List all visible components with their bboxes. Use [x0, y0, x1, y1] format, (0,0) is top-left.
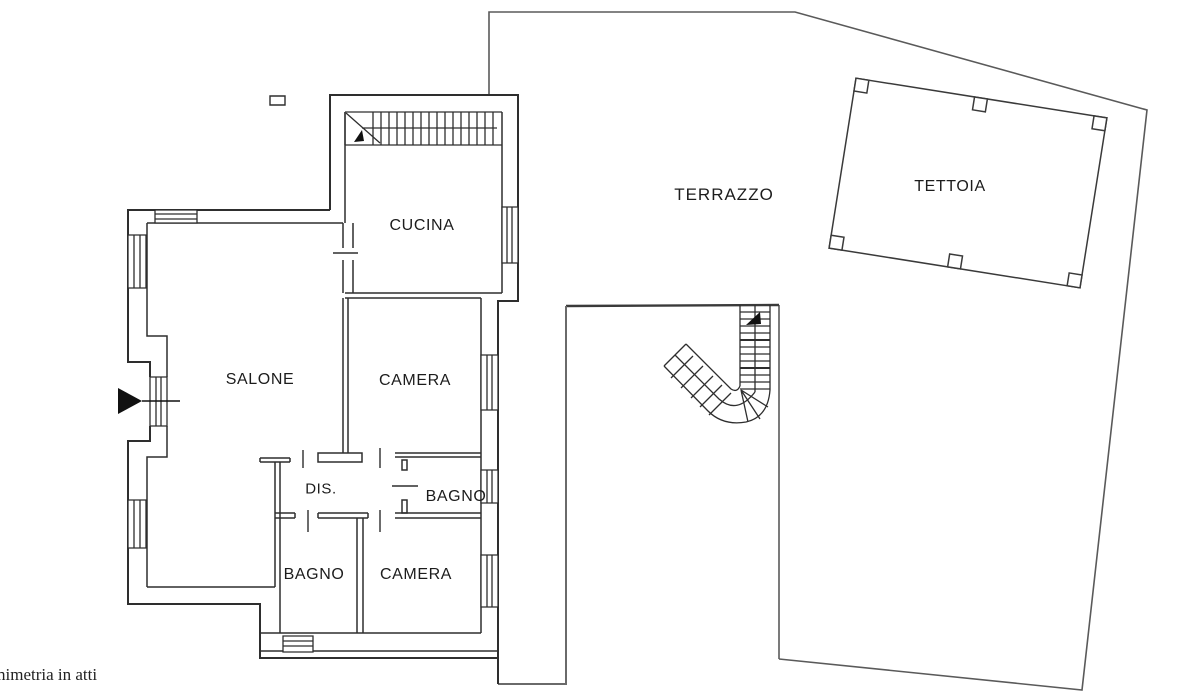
- room-label-dis: DIS.: [305, 480, 337, 498]
- window-bottom: [283, 636, 313, 652]
- chimney-box: [270, 96, 285, 105]
- interior-stair: [345, 112, 502, 145]
- room-label-salone: SALONE: [225, 371, 295, 388]
- plan-caption: nimetria in atti: [0, 665, 98, 684]
- building-outer-walls: [128, 95, 518, 684]
- room-label-camera-lower: CAMERA: [379, 566, 453, 583]
- window-left-lower: [128, 500, 146, 548]
- tettoia-post: [973, 97, 988, 112]
- property-boundary: [489, 12, 1147, 690]
- window-cucina-right: [502, 207, 518, 263]
- window-top-salone: [155, 210, 197, 223]
- room-label-camera-top: CAMERA: [378, 372, 452, 389]
- tettoia-post: [1092, 116, 1107, 131]
- window-bagno-right: [481, 470, 498, 503]
- tettoia-post: [1067, 273, 1082, 288]
- area-label-terrazzo: TERRAZZO: [674, 185, 774, 204]
- room-label-bagno-right: BAGNO: [425, 488, 487, 505]
- room-label-cucina: CUCINA: [389, 217, 455, 234]
- entrance-arrow-icon: [118, 388, 180, 414]
- tettoia-post: [854, 78, 869, 93]
- stair-direction-arrow-icon: [354, 130, 364, 142]
- stair-direction-arrow-icon: [746, 312, 761, 325]
- exterior-curved-stair: [664, 305, 770, 423]
- room-label-bagno-lower: BAGNO: [283, 566, 345, 583]
- tettoia-post: [948, 254, 963, 269]
- tettoia-post: [829, 235, 844, 250]
- window-camera-top-right: [481, 355, 498, 410]
- area-label-tettoia: TETTOIA: [914, 178, 986, 195]
- windows: [128, 207, 518, 652]
- window-left-upper: [128, 235, 146, 288]
- door-ticks: [303, 448, 380, 532]
- tettoia-structure: [829, 78, 1107, 288]
- window-camera-lower-right: [481, 555, 498, 607]
